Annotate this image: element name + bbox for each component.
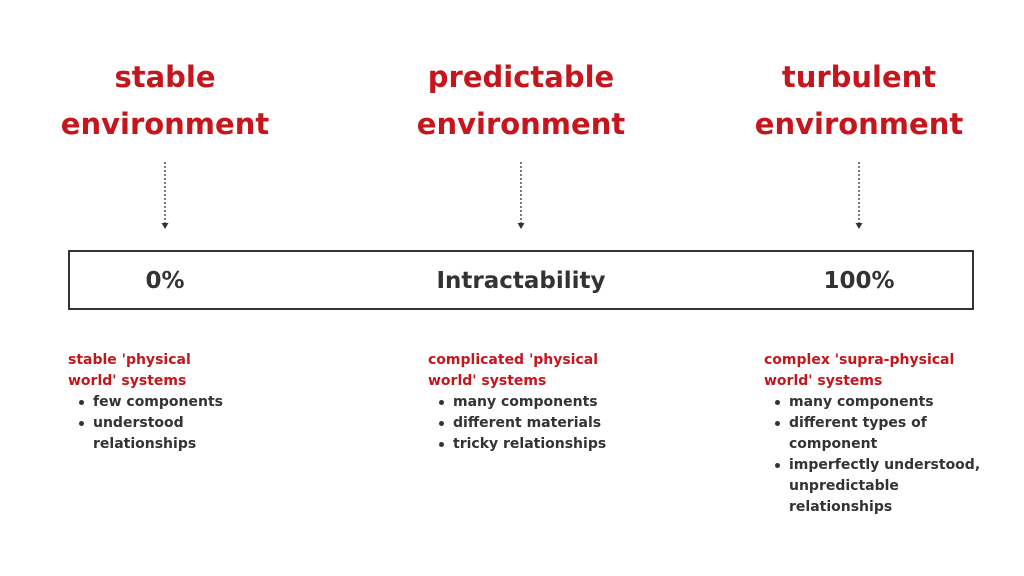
heading-predictable-environment: predictable environment xyxy=(371,54,671,148)
heading-stable-environment: stable environment xyxy=(15,54,315,148)
list-item: many components xyxy=(775,392,1014,413)
description-title-line: world' systems xyxy=(428,373,547,389)
heading-line: environment xyxy=(60,107,270,141)
intractability-scale-bar xyxy=(68,250,974,310)
description-list: many components different materials tric… xyxy=(428,392,668,455)
scale-label-min: 0% xyxy=(145,268,185,294)
list-item: many components xyxy=(439,392,668,413)
description-complicated-systems: complicated 'physical world' systems man… xyxy=(428,350,668,455)
description-title-line: world' systems xyxy=(764,373,883,389)
description-title-line: complicated 'physical xyxy=(428,352,599,368)
description-list: many components different types of compo… xyxy=(764,392,1014,518)
description-title-line: world' systems xyxy=(68,373,187,389)
heading-turbulent-environment: turbulent environment xyxy=(709,54,1009,148)
heading-line: turbulent xyxy=(781,60,937,94)
description-title: stable 'physical world' systems xyxy=(68,350,288,392)
list-item: tricky relationships xyxy=(439,434,668,455)
heading-line: environment xyxy=(754,107,964,141)
scale-label-center: Intractability xyxy=(436,268,606,294)
heading-line: stable xyxy=(114,60,216,94)
list-item: different materials xyxy=(439,413,668,434)
list-item: few components xyxy=(79,392,288,413)
description-title: complex 'supra-physical world' systems xyxy=(764,350,1014,392)
heading-line: environment xyxy=(416,107,626,141)
dotted-arrow-down-icon xyxy=(517,162,525,229)
dotted-arrow-down-icon xyxy=(161,162,169,229)
description-title-line: complex 'supra-physical xyxy=(764,352,955,368)
description-title-line: stable 'physical xyxy=(68,352,191,368)
list-item: understood relationships xyxy=(79,413,288,455)
heading-line: predictable xyxy=(427,60,615,94)
list-item: imperfectly understood, unpredictable re… xyxy=(775,455,1014,518)
description-stable-systems: stable 'physical world' systems few comp… xyxy=(68,350,288,455)
description-complex-systems: complex 'supra-physical world' systems m… xyxy=(764,350,1014,518)
list-item: different types of component xyxy=(775,413,1014,455)
description-list: few components understood relationships xyxy=(68,392,288,455)
description-title: complicated 'physical world' systems xyxy=(428,350,668,392)
scale-label-max: 100% xyxy=(823,268,895,294)
dotted-arrow-down-icon xyxy=(855,162,863,229)
